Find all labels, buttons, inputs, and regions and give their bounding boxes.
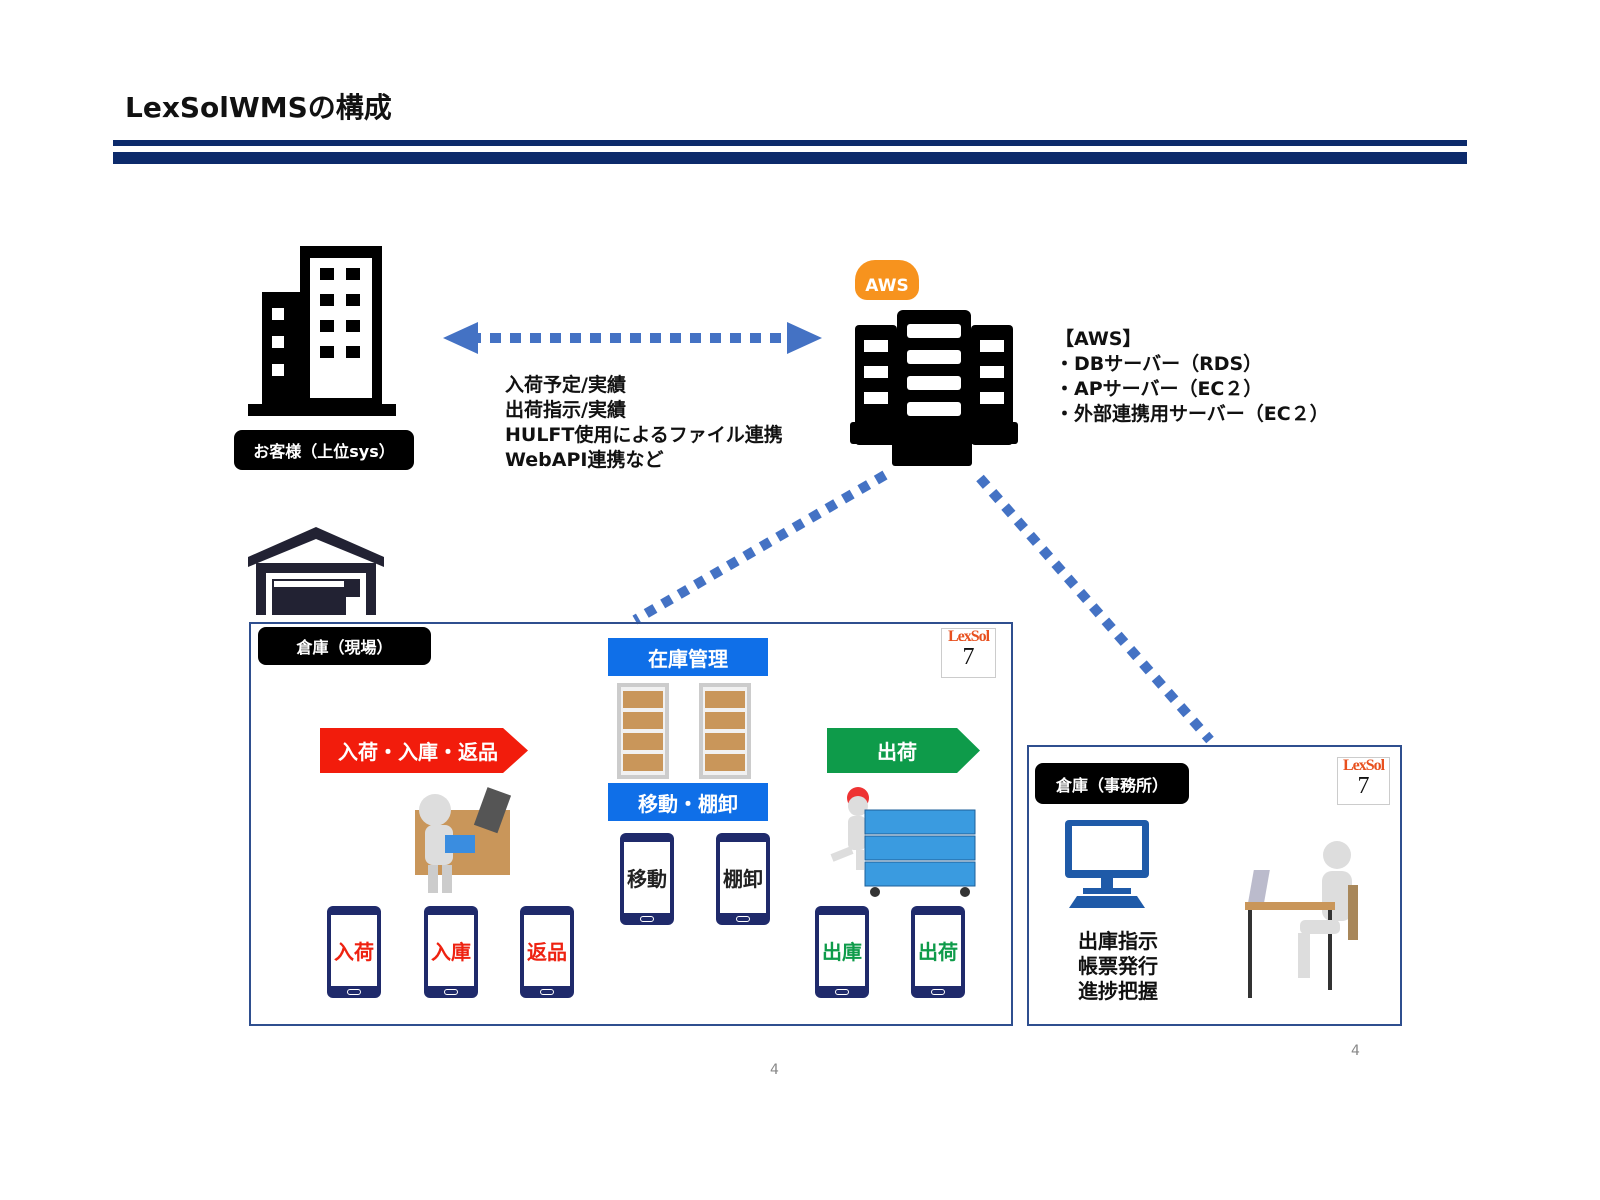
- shelves-icon: [617, 683, 751, 779]
- terminal-label: 出庫: [822, 940, 862, 964]
- terminal-label: 棚卸: [723, 867, 763, 891]
- integration-line: 出荷指示/実績: [505, 399, 626, 421]
- office-worker-illustration: [1245, 841, 1358, 998]
- bidirectional-arrow: [443, 322, 822, 354]
- warehouse-office-panel: [1027, 745, 1402, 1026]
- handheld-terminal-move[interactable]: 移動: [620, 833, 674, 925]
- handheld-terminal-return[interactable]: 返品: [520, 906, 574, 998]
- warehouse-site-panel: [249, 622, 1013, 1026]
- aws-office-link: [976, 474, 1214, 744]
- integration-text: 入荷予定/実績 出荷指示/実績 HULFT使用によるファイル連携 WebAPI連…: [505, 373, 783, 473]
- handheld-terminal-picking[interactable]: 出庫: [815, 906, 869, 998]
- terminal-label: 入庫: [431, 940, 471, 964]
- outbound-arrow: 出荷: [827, 728, 980, 773]
- worker-scanning-illustration: [415, 787, 512, 893]
- integration-line: WebAPI連携など: [505, 449, 664, 471]
- aws-item: ・外部連携用サーバー（EC２）: [1055, 403, 1329, 425]
- handheld-terminal-stocktake[interactable]: 棚卸: [716, 833, 770, 925]
- page-title: LexSolWMSの構成: [125, 91, 392, 124]
- aws-heading: 【AWS】: [1055, 328, 1142, 350]
- worker-cart-illustration: [830, 787, 976, 897]
- office-building-icon: [248, 246, 396, 416]
- terminal-label: 移動: [627, 867, 667, 891]
- page-number: 4: [770, 1062, 779, 1078]
- handheld-terminal-shipping[interactable]: 出荷: [911, 906, 965, 998]
- office-function: 出庫指示: [1078, 929, 1158, 953]
- office-function: 進捗把握: [1078, 979, 1158, 1003]
- aws-item: ・APサーバー（EC２）: [1055, 378, 1263, 400]
- office-function: 帳票発行: [1078, 954, 1158, 978]
- terminal-label: 返品: [527, 940, 567, 964]
- server-icon: [850, 310, 1018, 466]
- page-number: 4: [1351, 1043, 1360, 1059]
- aws-site-link: [632, 470, 888, 625]
- terminal-label: 入荷: [334, 940, 374, 964]
- office-label: 倉庫（事務所）: [1035, 763, 1189, 804]
- integration-line: 入荷予定/実績: [505, 374, 626, 396]
- customer-label: お客様（上位sys）: [234, 430, 414, 470]
- move-stocktake-label: 移動・棚卸: [608, 783, 768, 821]
- warehouse-icon: [248, 527, 384, 615]
- aws-description: 【AWS】 ・DBサーバー（RDS） ・APサーバー（EC２） ・外部連携用サー…: [1055, 327, 1329, 427]
- desktop-computer-icon: [1065, 820, 1149, 908]
- office-functions: 出庫指示 帳票発行 進捗把握: [1078, 929, 1158, 1004]
- handheld-terminal-inbound[interactable]: 入荷: [327, 906, 381, 998]
- aws-item: ・DBサーバー（RDS）: [1055, 353, 1263, 375]
- inventory-management-label: 在庫管理: [608, 638, 768, 676]
- terminal-label: 出荷: [918, 940, 958, 964]
- integration-line: HULFT使用によるファイル連携: [505, 424, 783, 446]
- aws-cloud-icon: AWS: [855, 260, 919, 300]
- divider: [113, 140, 1467, 146]
- site-label: 倉庫（現場）: [258, 627, 431, 665]
- divider: [113, 152, 1467, 164]
- inbound-arrow: 入荷・入庫・返品: [320, 728, 528, 773]
- handheld-terminal-putaway[interactable]: 入庫: [424, 906, 478, 998]
